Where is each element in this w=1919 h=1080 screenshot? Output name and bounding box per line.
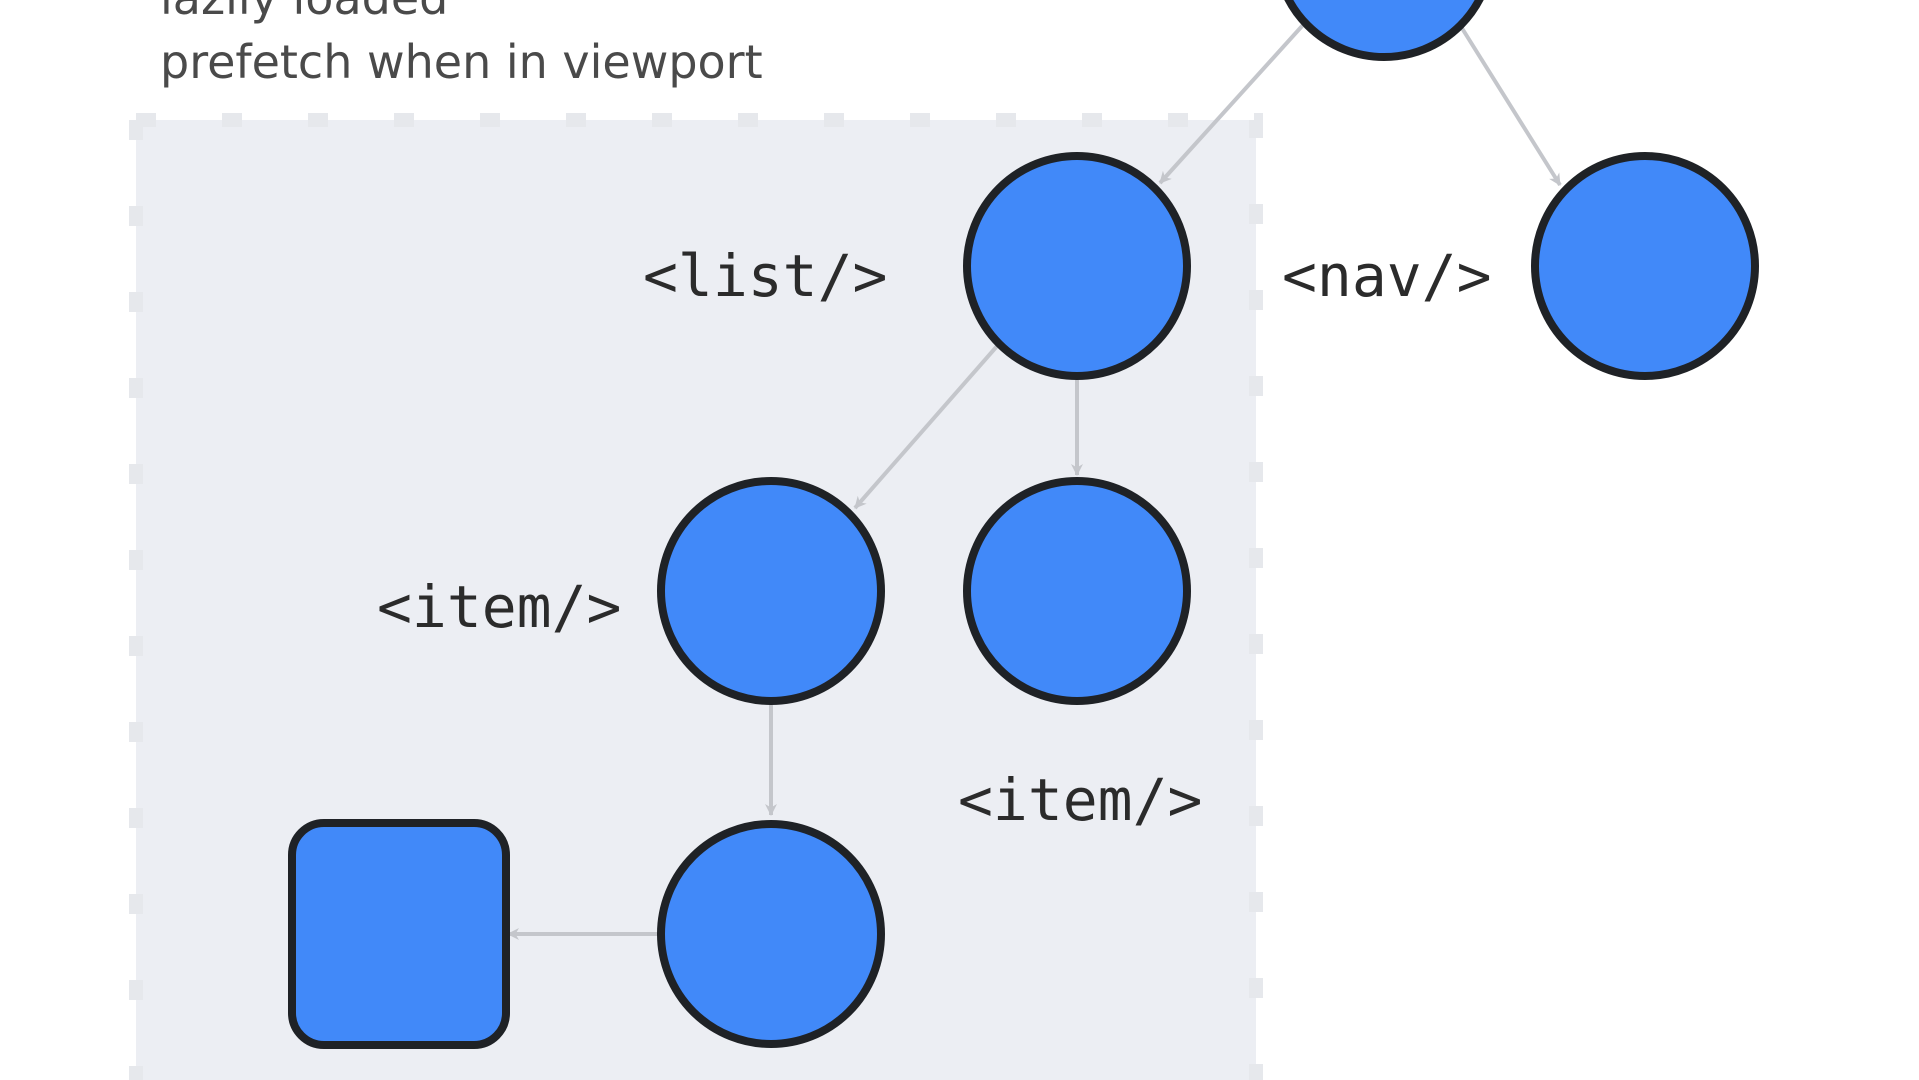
caption-lazily-loaded: lazily loaded — [160, 0, 448, 25]
edge-list-to-item-left — [853, 343, 1000, 510]
edge-root-to-list — [1158, 23, 1305, 185]
item-child-node — [657, 820, 885, 1048]
label-item-right: <item/> — [958, 766, 1202, 834]
label-list: <list/> — [643, 242, 887, 310]
leaf-square-node — [288, 819, 510, 1049]
item-left-node — [657, 477, 885, 705]
edges — [507, 23, 1562, 940]
lazy-region-dashed-border — [136, 113, 1263, 1080]
caption-prefetch: prefetch when in viewport — [160, 35, 763, 89]
nav-node — [1531, 152, 1759, 380]
edge-root-to-nav — [1458, 23, 1562, 187]
item-right-node — [963, 477, 1191, 705]
label-nav: <nav/> — [1282, 242, 1492, 310]
root-node — [1284, 0, 1484, 61]
label-item-left: <item/> — [377, 573, 621, 641]
nodes — [288, 0, 1759, 1049]
list-node — [963, 152, 1191, 380]
